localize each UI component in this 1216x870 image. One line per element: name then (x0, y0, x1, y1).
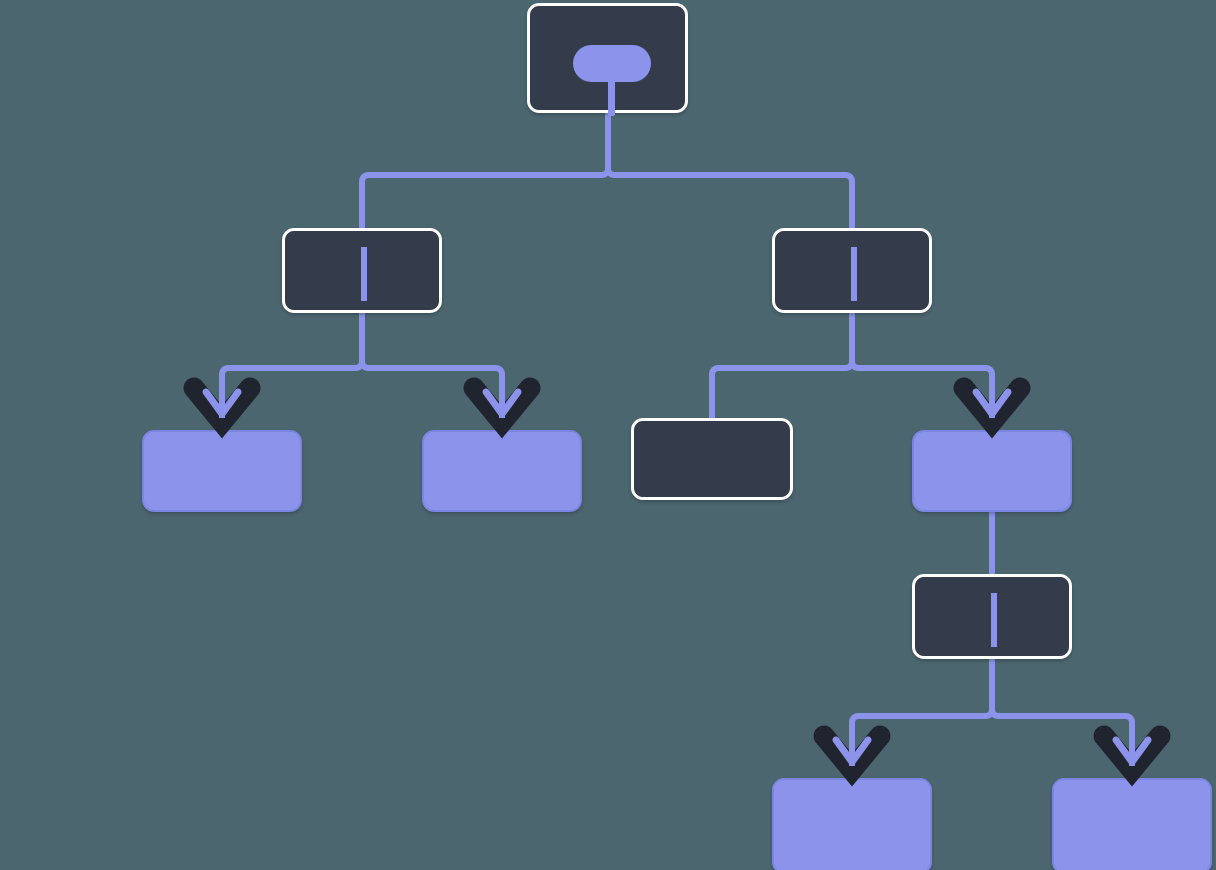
edge-level4-to-level5-right (989, 651, 1135, 784)
node-through-line (851, 247, 857, 301)
level2-node-right[interactable] (772, 228, 932, 313)
level4-node[interactable] (912, 574, 1072, 659)
edge-level2-right-to-level3-4 (849, 305, 995, 436)
root-pill-stem (608, 64, 615, 116)
root-pill-badge (573, 45, 651, 82)
node-through-line (361, 247, 367, 301)
node-through-line (991, 593, 997, 647)
edge-level2-left-to-level3-2 (359, 305, 505, 436)
level2-node-left[interactable] (282, 228, 442, 313)
arrowhead-icon (183, 376, 261, 439)
level3-node-1[interactable] (142, 430, 302, 512)
level5-node-left[interactable] (772, 778, 932, 870)
arrowhead-icon (1093, 724, 1171, 787)
level3-node-3[interactable] (631, 418, 793, 500)
arrowhead-icon (953, 376, 1031, 439)
edge-root-to-level2-right (605, 113, 855, 236)
root-node[interactable] (527, 3, 688, 116)
level5-node-right[interactable] (1052, 778, 1212, 870)
arrowhead-icon (463, 376, 541, 439)
arrowhead-icon (813, 724, 891, 787)
